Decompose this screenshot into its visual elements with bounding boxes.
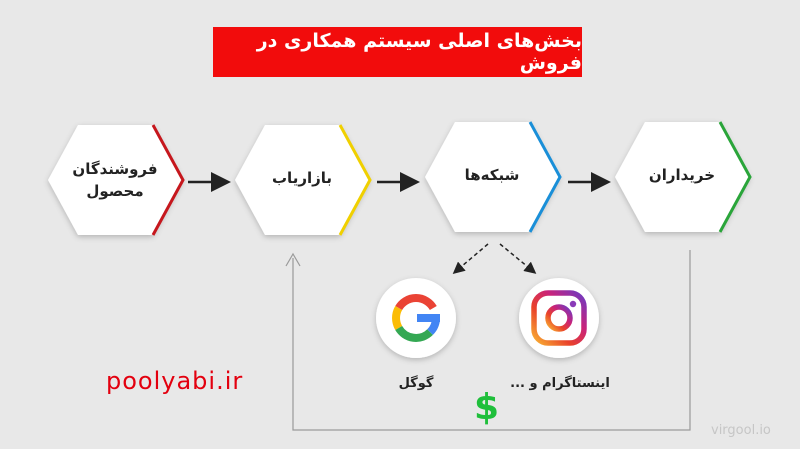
site-url-text: poolyabi.ir <box>106 367 244 395</box>
node-buyers <box>615 121 752 233</box>
node-networks-label: شبکه‌ها <box>464 166 520 184</box>
node-sellers <box>48 124 185 236</box>
diagram-title: بخش‌های اصلی سیستم همکاری در فروش <box>213 27 582 77</box>
node-sellers-label-line1: فروشندگان <box>72 160 158 178</box>
google-icon <box>376 278 456 358</box>
instagram-icon <box>519 278 599 358</box>
node-sellers-label-line2: محصول <box>86 182 144 200</box>
node-marketer <box>235 124 372 236</box>
node-sellers-label: فروشندگان محصول <box>60 158 170 202</box>
node-marketer-label: بازاریاب <box>271 169 332 187</box>
watermark-text: virgool.io <box>711 423 771 438</box>
dashed-arrow-google <box>452 243 489 274</box>
instagram-label: اینستاگرام و ... <box>510 376 610 391</box>
node-buyers-label: خریداران <box>648 166 716 184</box>
dashed-arrow-instagram <box>499 243 537 274</box>
node-networks <box>425 121 562 233</box>
commission-loop-line <box>292 250 691 431</box>
google-label: گوگل <box>398 376 434 391</box>
money-icon: $ <box>474 387 500 428</box>
commission-loop-arrowhead <box>285 252 301 267</box>
